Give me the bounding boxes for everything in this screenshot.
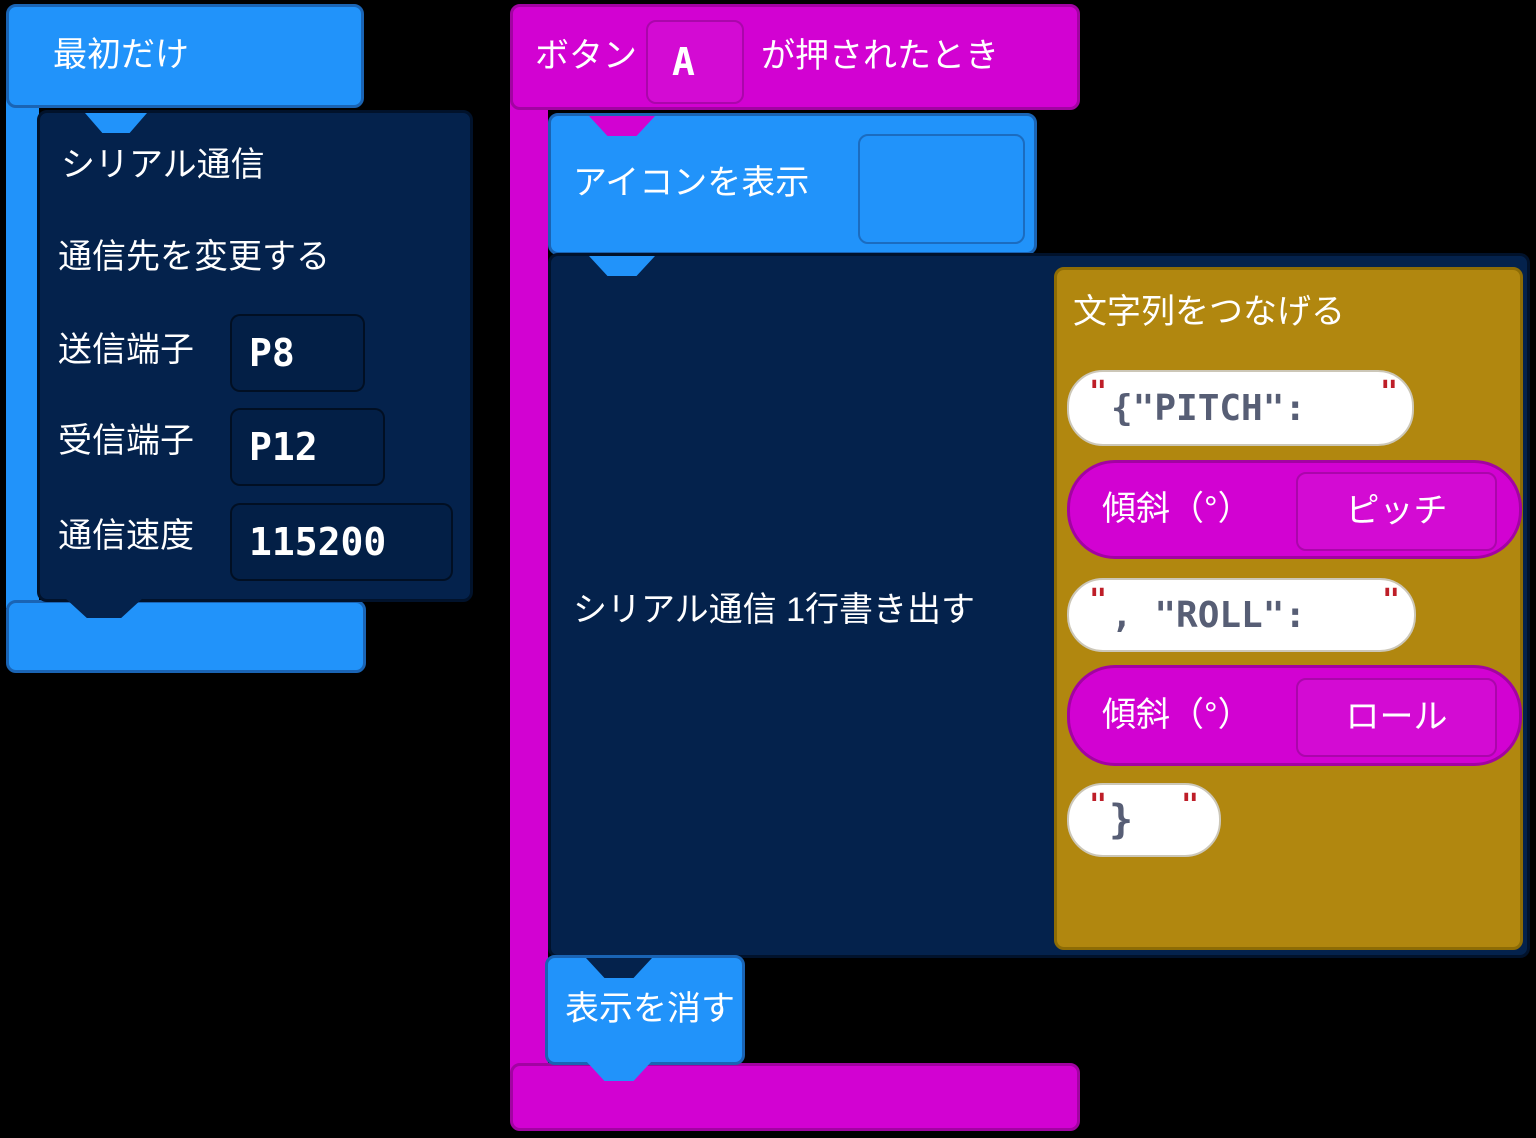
clear-screen-block[interactable]: 表示を消す <box>545 955 745 1081</box>
bottom-tab <box>586 1061 652 1081</box>
top-notch <box>589 256 655 276</box>
string-literal-roll-key[interactable]: " , "ROLL": " <box>1067 578 1416 652</box>
on-start-hat-block[interactable]: 最初だけ <box>6 4 364 108</box>
on-start-bottom-bar <box>6 600 366 673</box>
rx-pin-label: 受信端子 <box>58 422 194 460</box>
serial-write-line-block[interactable]: シリアル通信 1行書き出す 文字列をつなげる " {"PITCH": " 傾斜（… <box>548 253 1530 958</box>
rotation-label: 傾斜（°） <box>1102 489 1252 528</box>
on-button-bottom-bar <box>510 1063 1080 1131</box>
serial-redirect-title-1: シリアル通信 <box>61 146 265 184</box>
on-button-suffix: が押されたとき <box>761 37 999 76</box>
on-start-left-spine <box>6 96 39 608</box>
tx-pin-value: P8 <box>249 331 295 375</box>
top-notch <box>85 113 147 133</box>
tx-pin-field[interactable]: P8 <box>230 314 365 392</box>
rotation-direction-field[interactable]: ピッチ <box>1296 472 1497 551</box>
rotation-direction-value: ピッチ <box>1345 491 1448 530</box>
clear-screen-label: 表示を消す <box>565 990 735 1029</box>
close-quote: " <box>1381 583 1400 618</box>
open-quote: " <box>1089 375 1108 410</box>
string-literal-text: } <box>1109 797 1134 843</box>
on-button-pressed-hat-block[interactable]: ボタン A が押されたとき <box>510 4 1080 110</box>
rotation-roll-block[interactable]: 傾斜（°） ロール <box>1067 665 1522 766</box>
button-selector-value: A <box>672 40 695 84</box>
rotation-label: 傾斜（°） <box>1102 695 1252 734</box>
icon-selector-field[interactable] <box>858 134 1025 244</box>
top-notch <box>586 958 652 978</box>
rx-pin-field[interactable]: P12 <box>230 408 385 486</box>
open-quote: " <box>1089 583 1108 618</box>
rotation-direction-field[interactable]: ロール <box>1296 678 1497 757</box>
baud-rate-field[interactable]: 115200 <box>230 503 453 581</box>
button-selector-field[interactable]: A <box>646 20 744 104</box>
join-strings-block[interactable]: 文字列をつなげる " {"PITCH": " 傾斜（°） ピッチ " , "RO… <box>1054 267 1523 950</box>
top-notch <box>589 116 655 136</box>
join-strings-label: 文字列をつなげる <box>1073 293 1345 331</box>
on-button-left-spine <box>510 96 548 1076</box>
tx-pin-label: 送信端子 <box>58 331 194 369</box>
show-icon-block[interactable]: アイコンを表示 <box>548 113 1037 255</box>
on-button-prefix: ボタン <box>535 37 637 76</box>
baud-rate-label: 通信速度 <box>58 517 194 555</box>
show-icon-label: アイコンを表示 <box>573 164 810 203</box>
serial-redirect-title-2: 通信先を変更する <box>58 238 330 276</box>
close-quote: " <box>1379 375 1398 410</box>
rotation-pitch-block[interactable]: 傾斜（°） ピッチ <box>1067 460 1522 559</box>
on-start-label: 最初だけ <box>53 36 189 75</box>
open-quote: " <box>1089 788 1108 823</box>
serial-redirect-block[interactable]: シリアル通信 通信先を変更する 送信端子 P8 受信端子 P12 通信速度 11… <box>37 110 473 618</box>
rx-pin-value: P12 <box>249 425 318 469</box>
string-literal-text: , "ROLL": <box>1111 594 1328 636</box>
close-quote: " <box>1180 788 1199 823</box>
rotation-direction-value: ロール <box>1345 697 1448 736</box>
serial-write-line-label: シリアル通信 1行書き出す <box>573 591 976 629</box>
string-literal-close-brace[interactable]: " } " <box>1067 783 1221 857</box>
string-literal-pitch-key[interactable]: " {"PITCH": " <box>1067 370 1414 446</box>
string-literal-text: {"PITCH": <box>1111 387 1328 429</box>
baud-rate-value: 115200 <box>249 520 387 564</box>
bottom-tab <box>65 598 143 618</box>
